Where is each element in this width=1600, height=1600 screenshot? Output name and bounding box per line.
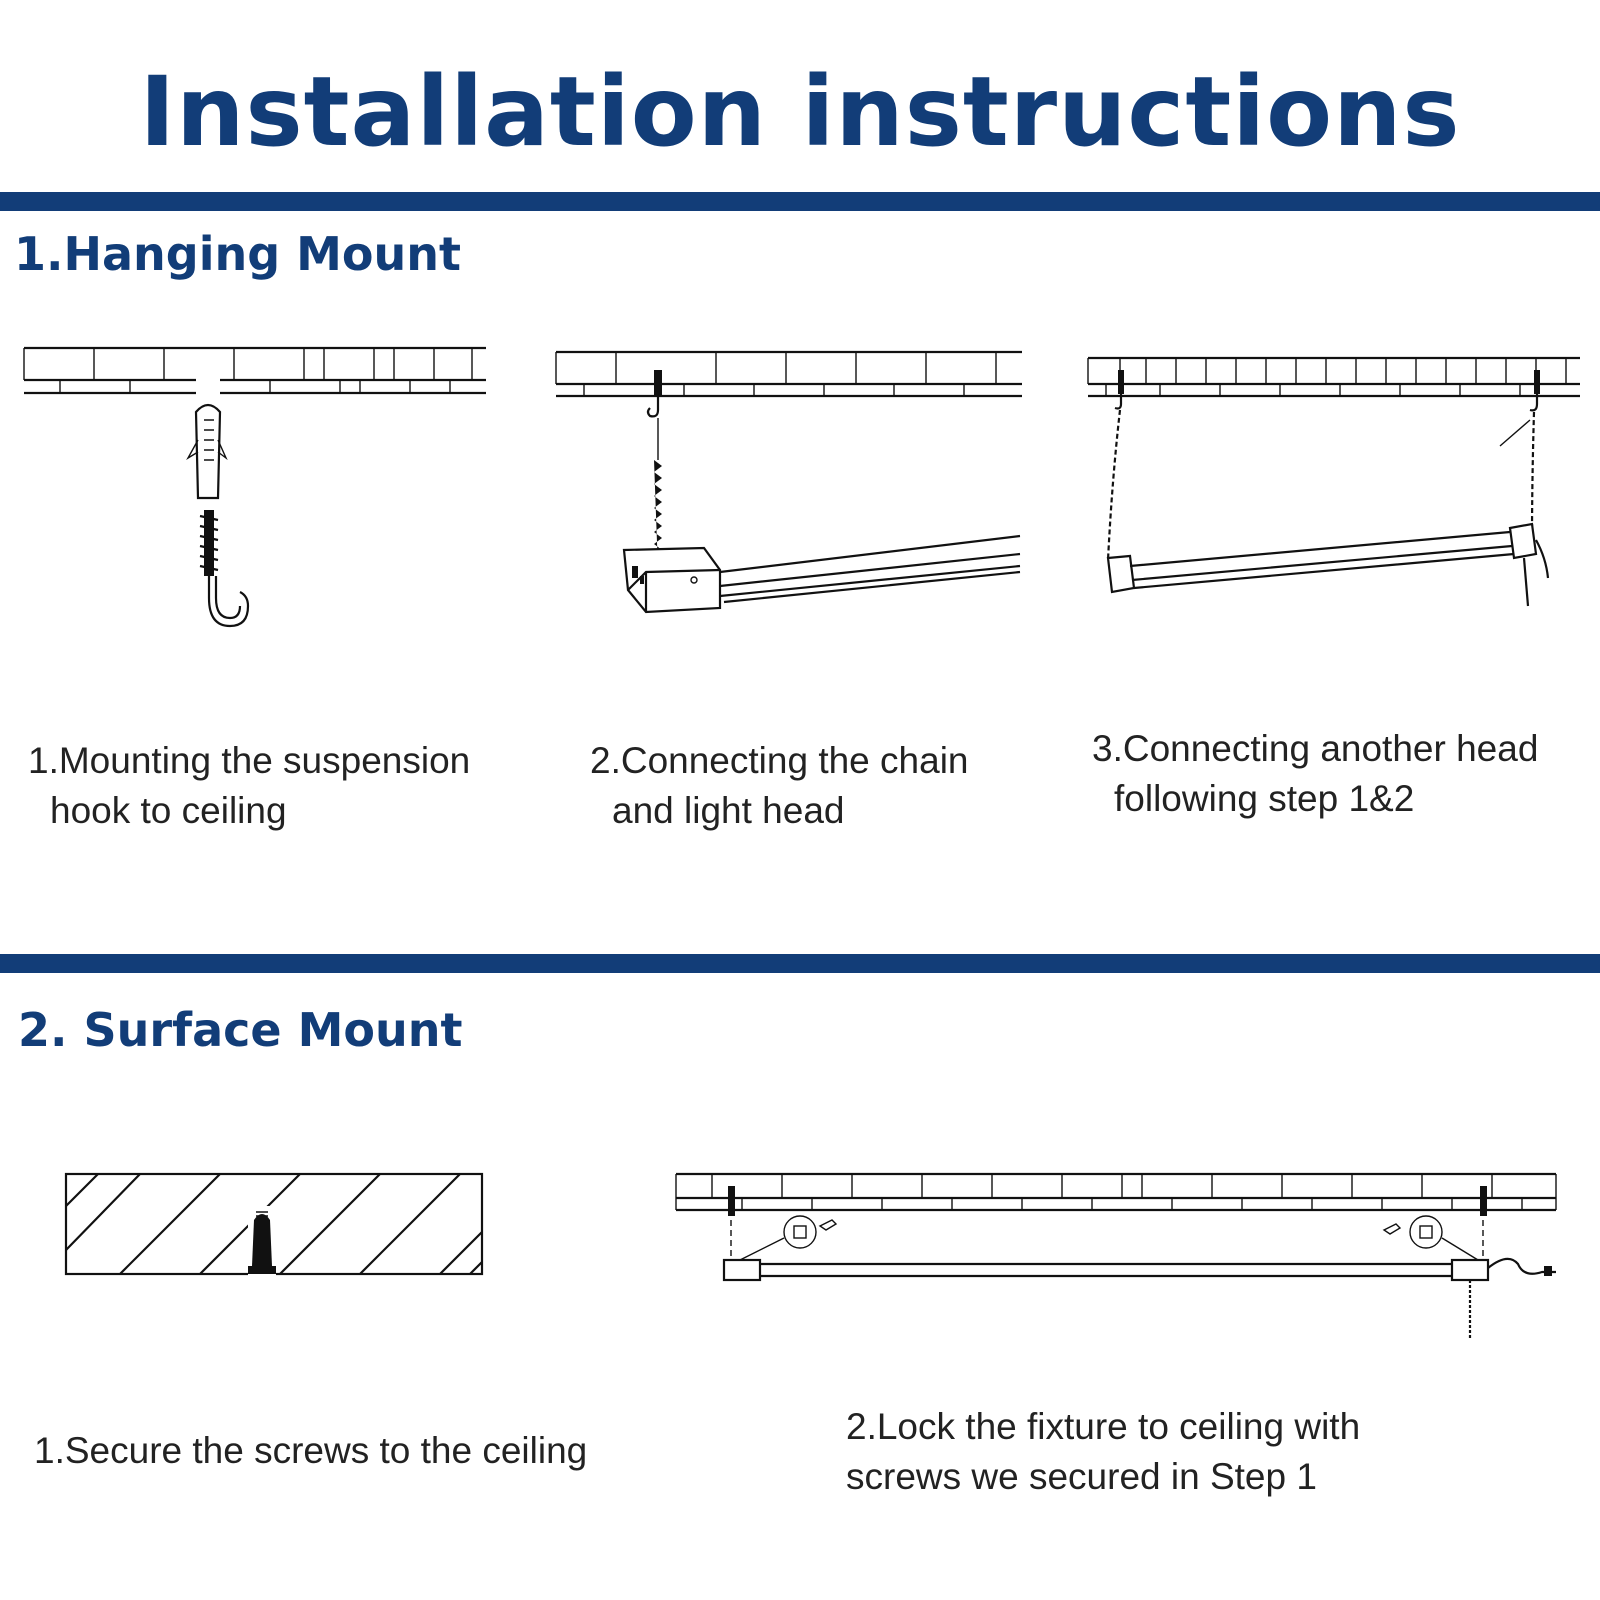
step-caption: 2.Lock the fixture to ceiling with screw… [846, 1402, 1360, 1502]
step-caption: 1.Mounting the suspension hook to ceilin… [28, 736, 470, 836]
step-caption-line: 2.Lock the fixture to ceiling with [846, 1406, 1361, 1447]
section-divider [0, 192, 1600, 211]
step-caption-line: 3.Connecting another head [1092, 728, 1539, 769]
hook-and-anchor-illustration [23, 346, 486, 628]
step-caption: 2.Connecting the chain and light head [590, 736, 969, 836]
step-caption-line: 1.Mounting the suspension [28, 740, 471, 781]
section-heading-hanging-mount: 1.Hanging Mount [14, 227, 462, 281]
step-caption-line: and light head [612, 790, 845, 831]
chain-icon [643, 418, 662, 570]
step-caption: 3.Connecting another head following step… [1092, 724, 1538, 824]
screw-hook-icon [199, 510, 250, 628]
page-title: Installation instructions [139, 56, 1461, 168]
step-caption-line: 1.Secure the screws to the ceiling [34, 1430, 588, 1471]
left-screw-icon [728, 1186, 735, 1260]
step-caption: 1.Secure the screws to the ceiling [34, 1426, 587, 1476]
ceiling-brick-icon [555, 350, 1022, 398]
light-fixture-icon [722, 1257, 1556, 1340]
fixture-lock-illustration [675, 1172, 1557, 1340]
ceiling-screw-illustration [64, 1172, 484, 1278]
step-caption-line: screws we secured in Step 1 [846, 1456, 1317, 1497]
wall-anchor-icon [186, 403, 228, 500]
light-head-icon [622, 534, 1021, 614]
screw-icon [248, 1206, 276, 1278]
step-caption-line: 2.Connecting the chain [590, 740, 969, 781]
section-heading-surface-mount: 2. Surface Mount [18, 1003, 463, 1057]
step-caption-line: following step 1&2 [1114, 778, 1415, 819]
ceiling-brick-icon [1087, 356, 1580, 398]
detail-callout-icon [739, 1215, 1479, 1261]
chain-and-light-head-illustration [555, 350, 1022, 614]
light-fixture-icon [1106, 522, 1550, 607]
right-screw-icon [1480, 1186, 1487, 1260]
step-caption-line: hook to ceiling [50, 790, 287, 831]
left-hook-chain-icon [1106, 370, 1124, 561]
hook-icon [646, 370, 662, 418]
ceiling-brick-icon [23, 346, 486, 396]
section-divider [0, 954, 1600, 973]
ceiling-brick-icon [675, 1172, 1557, 1212]
two-heads-hanging-illustration [1087, 356, 1580, 607]
